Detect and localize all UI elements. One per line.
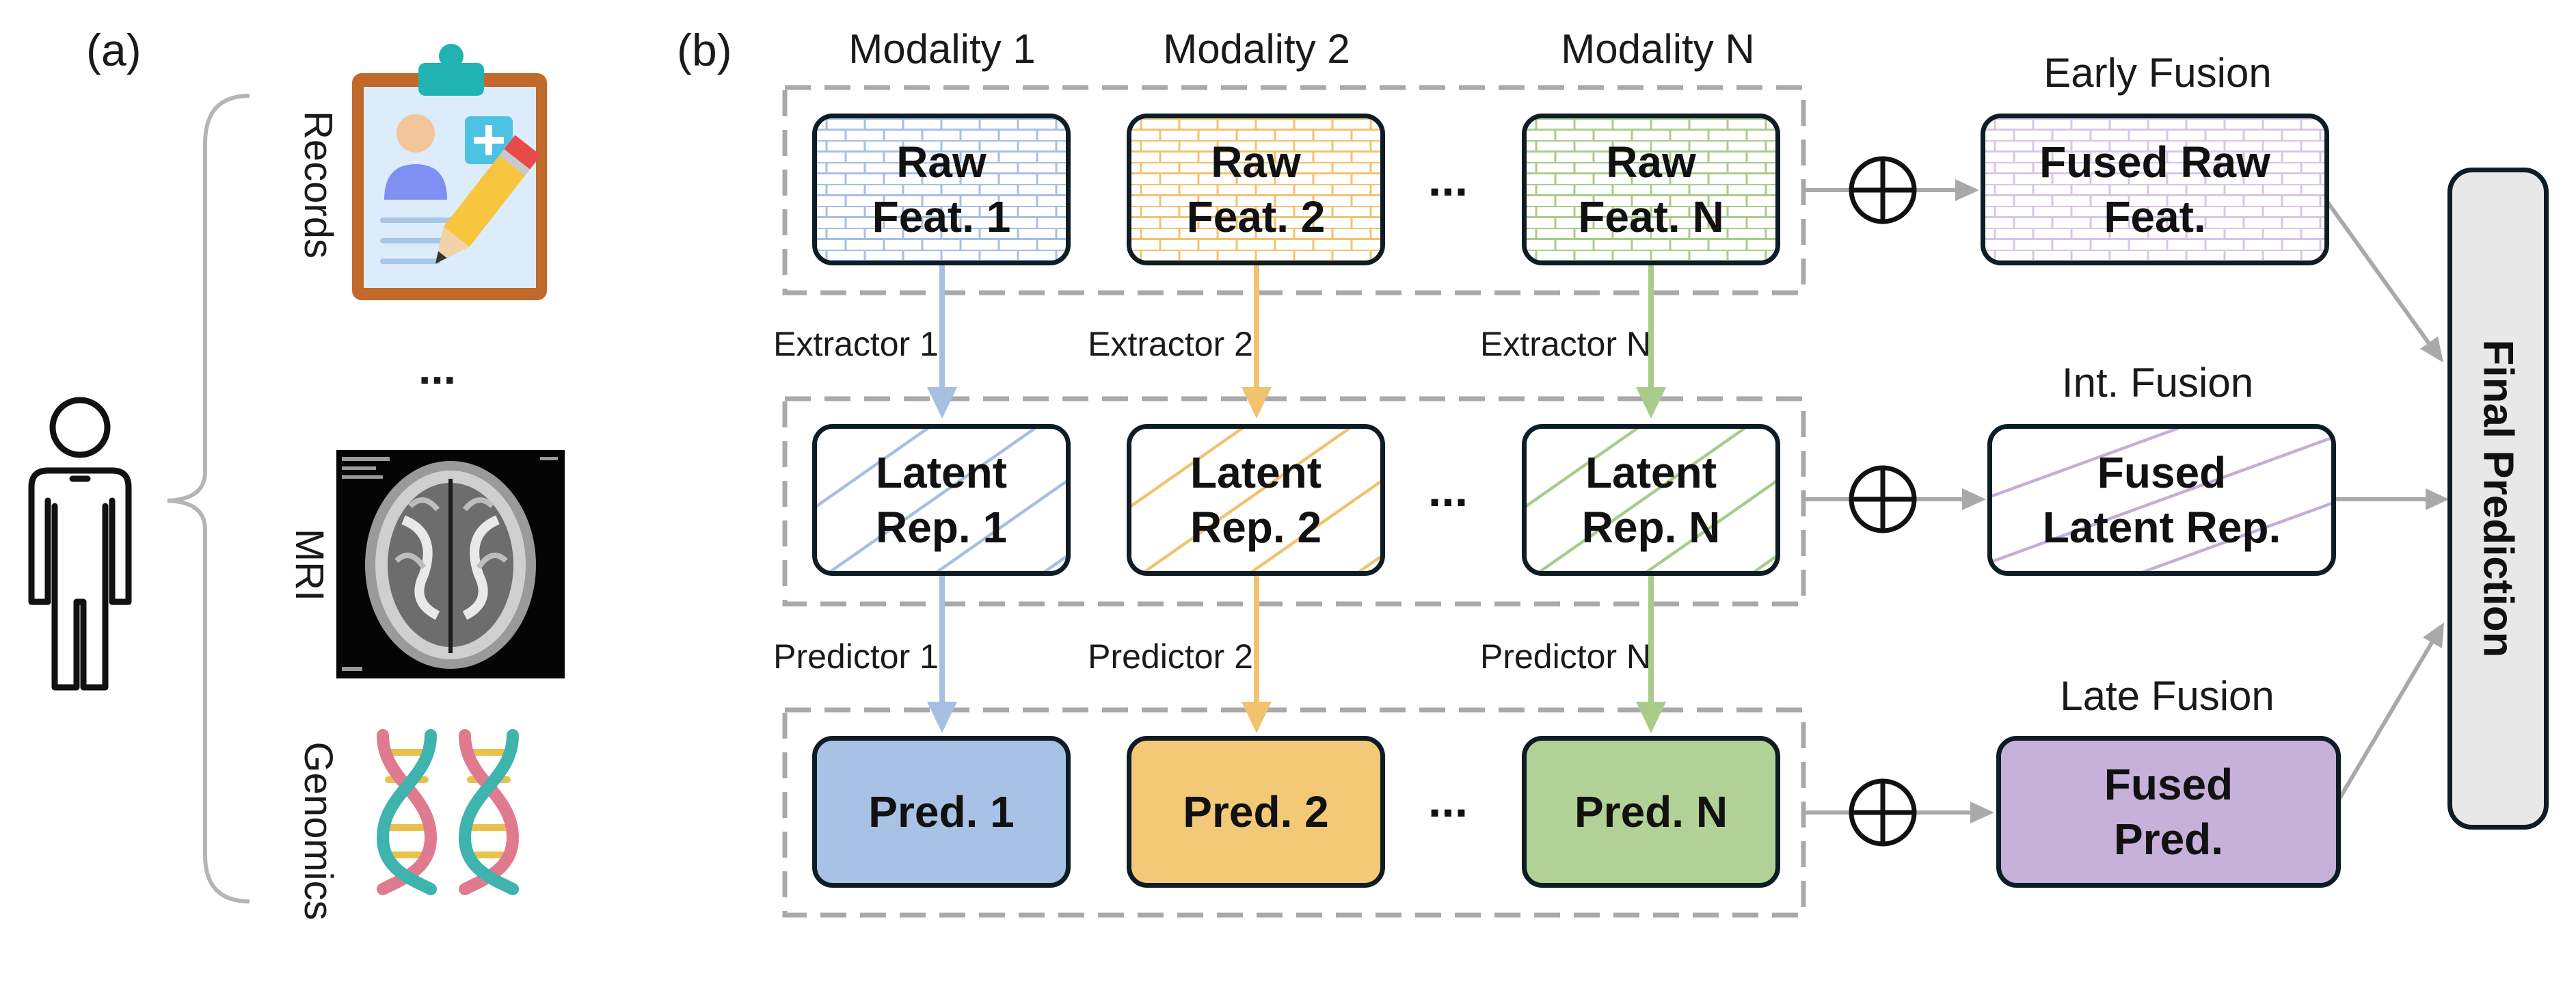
pred-box-n: Pred. N (1522, 736, 1780, 888)
int-fusion-flow (1805, 488, 1986, 510)
raw-feature-n-label: Raw Feat. N (1578, 137, 1724, 241)
fused-latent-rep-label: Fused Latent Rep. (2042, 448, 2281, 552)
latent-rep-1-label: Latent Rep. 1 (875, 448, 1008, 552)
extractor-arrow-2 (1242, 264, 1272, 419)
clipboard-icon (352, 44, 547, 300)
predictor-2-label: Predictor 2 (1088, 637, 1253, 676)
latent-rep-2-label: Latent Rep. 2 (1190, 448, 1322, 552)
panel-label-b: (b) (677, 25, 732, 75)
pred-1-label: Pred. 1 (868, 787, 1015, 836)
modality-bracket (167, 94, 250, 903)
panel-label-a: (a) (86, 25, 142, 75)
pred-n-label: Pred. N (1574, 787, 1728, 836)
raw-features-group (782, 85, 1806, 295)
final-prediction-label: Final Prediction (2474, 339, 2522, 658)
row-ellipsis-pred: ... (1427, 774, 1468, 827)
row-ellipsis-raw: ... (1427, 153, 1468, 206)
extractor-1-label: Extractor 1 (773, 325, 939, 363)
latent-rep-box-n: Latent Rep. N (1522, 424, 1780, 576)
extractor-n-label: Extractor N (1479, 325, 1652, 363)
modality-1-header: Modality 1 (848, 26, 1036, 72)
predictor-n-label: Predictor N (1479, 637, 1652, 676)
late-fusion-flow (1805, 802, 1994, 823)
latent-rep-group (782, 396, 1806, 607)
fused-raw-feat-box: Fused Raw Feat. (1981, 114, 2329, 265)
pred-2-label: Pred. 2 (1183, 787, 1329, 836)
latent-rep-box-2: Latent Rep. 2 (1127, 424, 1385, 576)
to-final-arrows (2317, 189, 2449, 814)
predictor-arrow-2 (1242, 574, 1272, 733)
oplus-icon (1849, 156, 1917, 224)
raw-feature-box-1: Raw Feat. 1 (812, 114, 1071, 265)
mri-label: MRI (287, 528, 332, 602)
records-label: Records (296, 111, 340, 259)
raw-feature-1-label: Raw Feat. 1 (872, 137, 1011, 241)
final-prediction-box: Final Prediction (2447, 168, 2549, 830)
int-fusion-label: Int. Fusion (2061, 360, 2254, 406)
early-fusion-flow (1805, 179, 1979, 201)
predictor-1-label: Predictor 1 (773, 637, 939, 676)
person-outline-icon (28, 397, 132, 691)
latent-rep-box-1: Latent Rep. 1 (812, 424, 1071, 576)
late-fusion-label: Late Fusion (2060, 673, 2275, 719)
fused-latent-rep-box: Fused Latent Rep. (1987, 424, 2336, 576)
predictor-arrow-n (1636, 574, 1666, 733)
extractor-arrow-n (1636, 264, 1666, 419)
modality-n-header: Modality N (1561, 26, 1755, 72)
genomics-label: Genomics (296, 741, 340, 921)
raw-feature-box-n: Raw Feat. N (1522, 114, 1780, 265)
fused-pred-label: Fused Pred. (2104, 760, 2233, 864)
predictor-arrow-1 (927, 574, 957, 733)
raw-feature-2-label: Raw Feat. 2 (1186, 137, 1326, 241)
early-fusion-label: Early Fusion (2043, 50, 2272, 96)
extractor-2-label: Extractor 2 (1088, 325, 1253, 363)
extractor-arrow-1 (927, 264, 957, 419)
latent-rep-n-label: Latent Rep. N (1581, 448, 1721, 552)
pred-box-2: Pred. 2 (1127, 736, 1385, 888)
modality-ellipsis: ... (418, 343, 457, 393)
pred-box-1: Pred. 1 (812, 736, 1071, 888)
predictions-group (782, 707, 1806, 918)
fused-raw-feat-label: Fused Raw Feat. (2039, 137, 2270, 241)
oplus-icon (1849, 778, 1917, 847)
row-ellipsis-latent: ... (1427, 463, 1468, 516)
raw-feature-box-2: Raw Feat. 2 (1127, 114, 1385, 265)
oplus-icon (1849, 465, 1917, 533)
mri-scan-icon (336, 450, 565, 678)
dna-icon (376, 729, 520, 895)
modality-2-header: Modality 2 (1163, 26, 1350, 72)
fused-pred-box: Fused Pred. (1996, 736, 2341, 888)
